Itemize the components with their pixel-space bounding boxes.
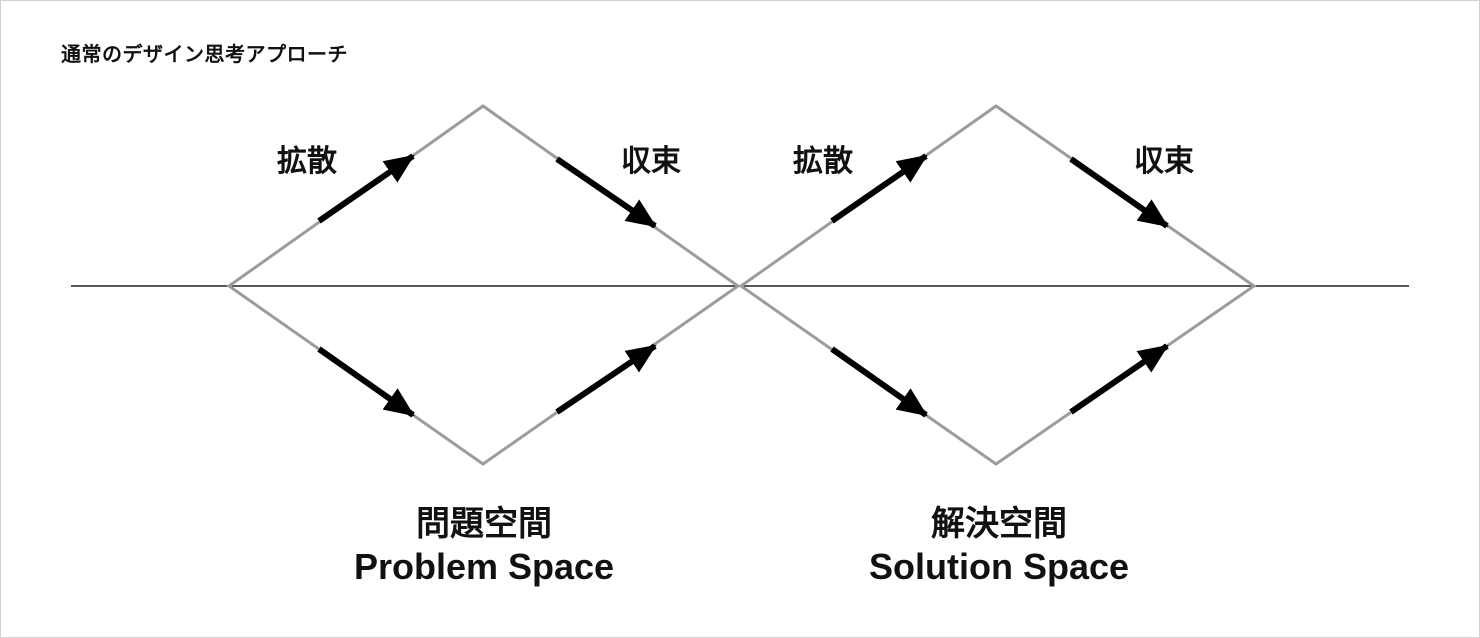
solution-converge-upper-arrow bbox=[1069, 156, 1169, 229]
solution-converge-label: 収束 bbox=[1134, 144, 1194, 179]
problem-space-jp-label: 問題空間 bbox=[415, 504, 552, 544]
solution-diverge-label: 拡散 bbox=[793, 144, 853, 179]
diagram-title: 通常のデザイン思考アプローチ bbox=[61, 42, 348, 66]
problem-converge-label: 収束 bbox=[621, 144, 681, 179]
problem-space-en-label: Problem Space bbox=[353, 545, 615, 587]
solution-space-jp-label: 解決空間 bbox=[930, 504, 1067, 544]
solution-space-label: 解決空間 Solution Space bbox=[869, 504, 1129, 588]
problem-space-label: 問題空間 Problem Space bbox=[354, 504, 614, 588]
problem-converge-upper-arrow bbox=[555, 156, 657, 229]
solution-diverge-upper-arrow bbox=[830, 153, 928, 224]
problem-diverge-label: 拡散 bbox=[277, 144, 337, 179]
solution-diverge-lower-arrow bbox=[830, 346, 928, 418]
solution-converge-lower-arrow bbox=[1069, 343, 1169, 415]
problem-diverge-lower-arrow bbox=[317, 346, 415, 418]
problem-diverge-upper-arrow bbox=[317, 153, 415, 224]
solution-space-en-label: Solution Space bbox=[868, 545, 1130, 587]
problem-converge-lower-arrow bbox=[555, 343, 657, 415]
